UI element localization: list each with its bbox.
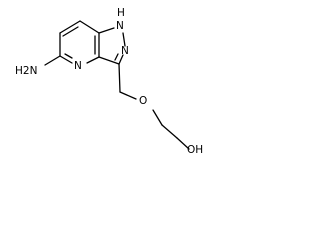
bond-n2-c3 (118, 54, 124, 65)
bond-n1-n2 (122, 32, 126, 47)
atom-label-h2n: H2N (15, 65, 37, 77)
bond-c5-n4 (59, 55, 73, 64)
atom-label-h-n1: H (117, 7, 125, 19)
atom-label-oh: OH (187, 144, 203, 156)
bond-c7-c6-inner (62, 26, 79, 37)
bond-c7a-n1 (98, 27, 115, 34)
bond-ch2-ch2 (161, 124, 178, 139)
bond-ch2-oh (176, 137, 190, 150)
atom-label-n4: N (74, 60, 82, 72)
bond-n2-c3-inner (114, 53, 119, 61)
atom-label-n1: N (116, 20, 124, 32)
bond-c3-ch2 (118, 63, 121, 93)
bond-n4-c3a (86, 56, 100, 64)
bond-c3-c3a (98, 56, 120, 65)
molecule-structure: H N N N H2N O OH (15, 7, 203, 156)
atom-label-n2: N (121, 45, 129, 57)
bond-c5-n4-inner (64, 53, 73, 59)
bond-c7-c6 (59, 20, 81, 34)
bond-o-ch2 (152, 109, 163, 126)
bond-c5-nh2 (44, 55, 61, 66)
atom-label-o-ether: O (139, 95, 147, 107)
bond-c7a-c7 (79, 20, 100, 34)
bond-ch2-o (119, 91, 137, 100)
